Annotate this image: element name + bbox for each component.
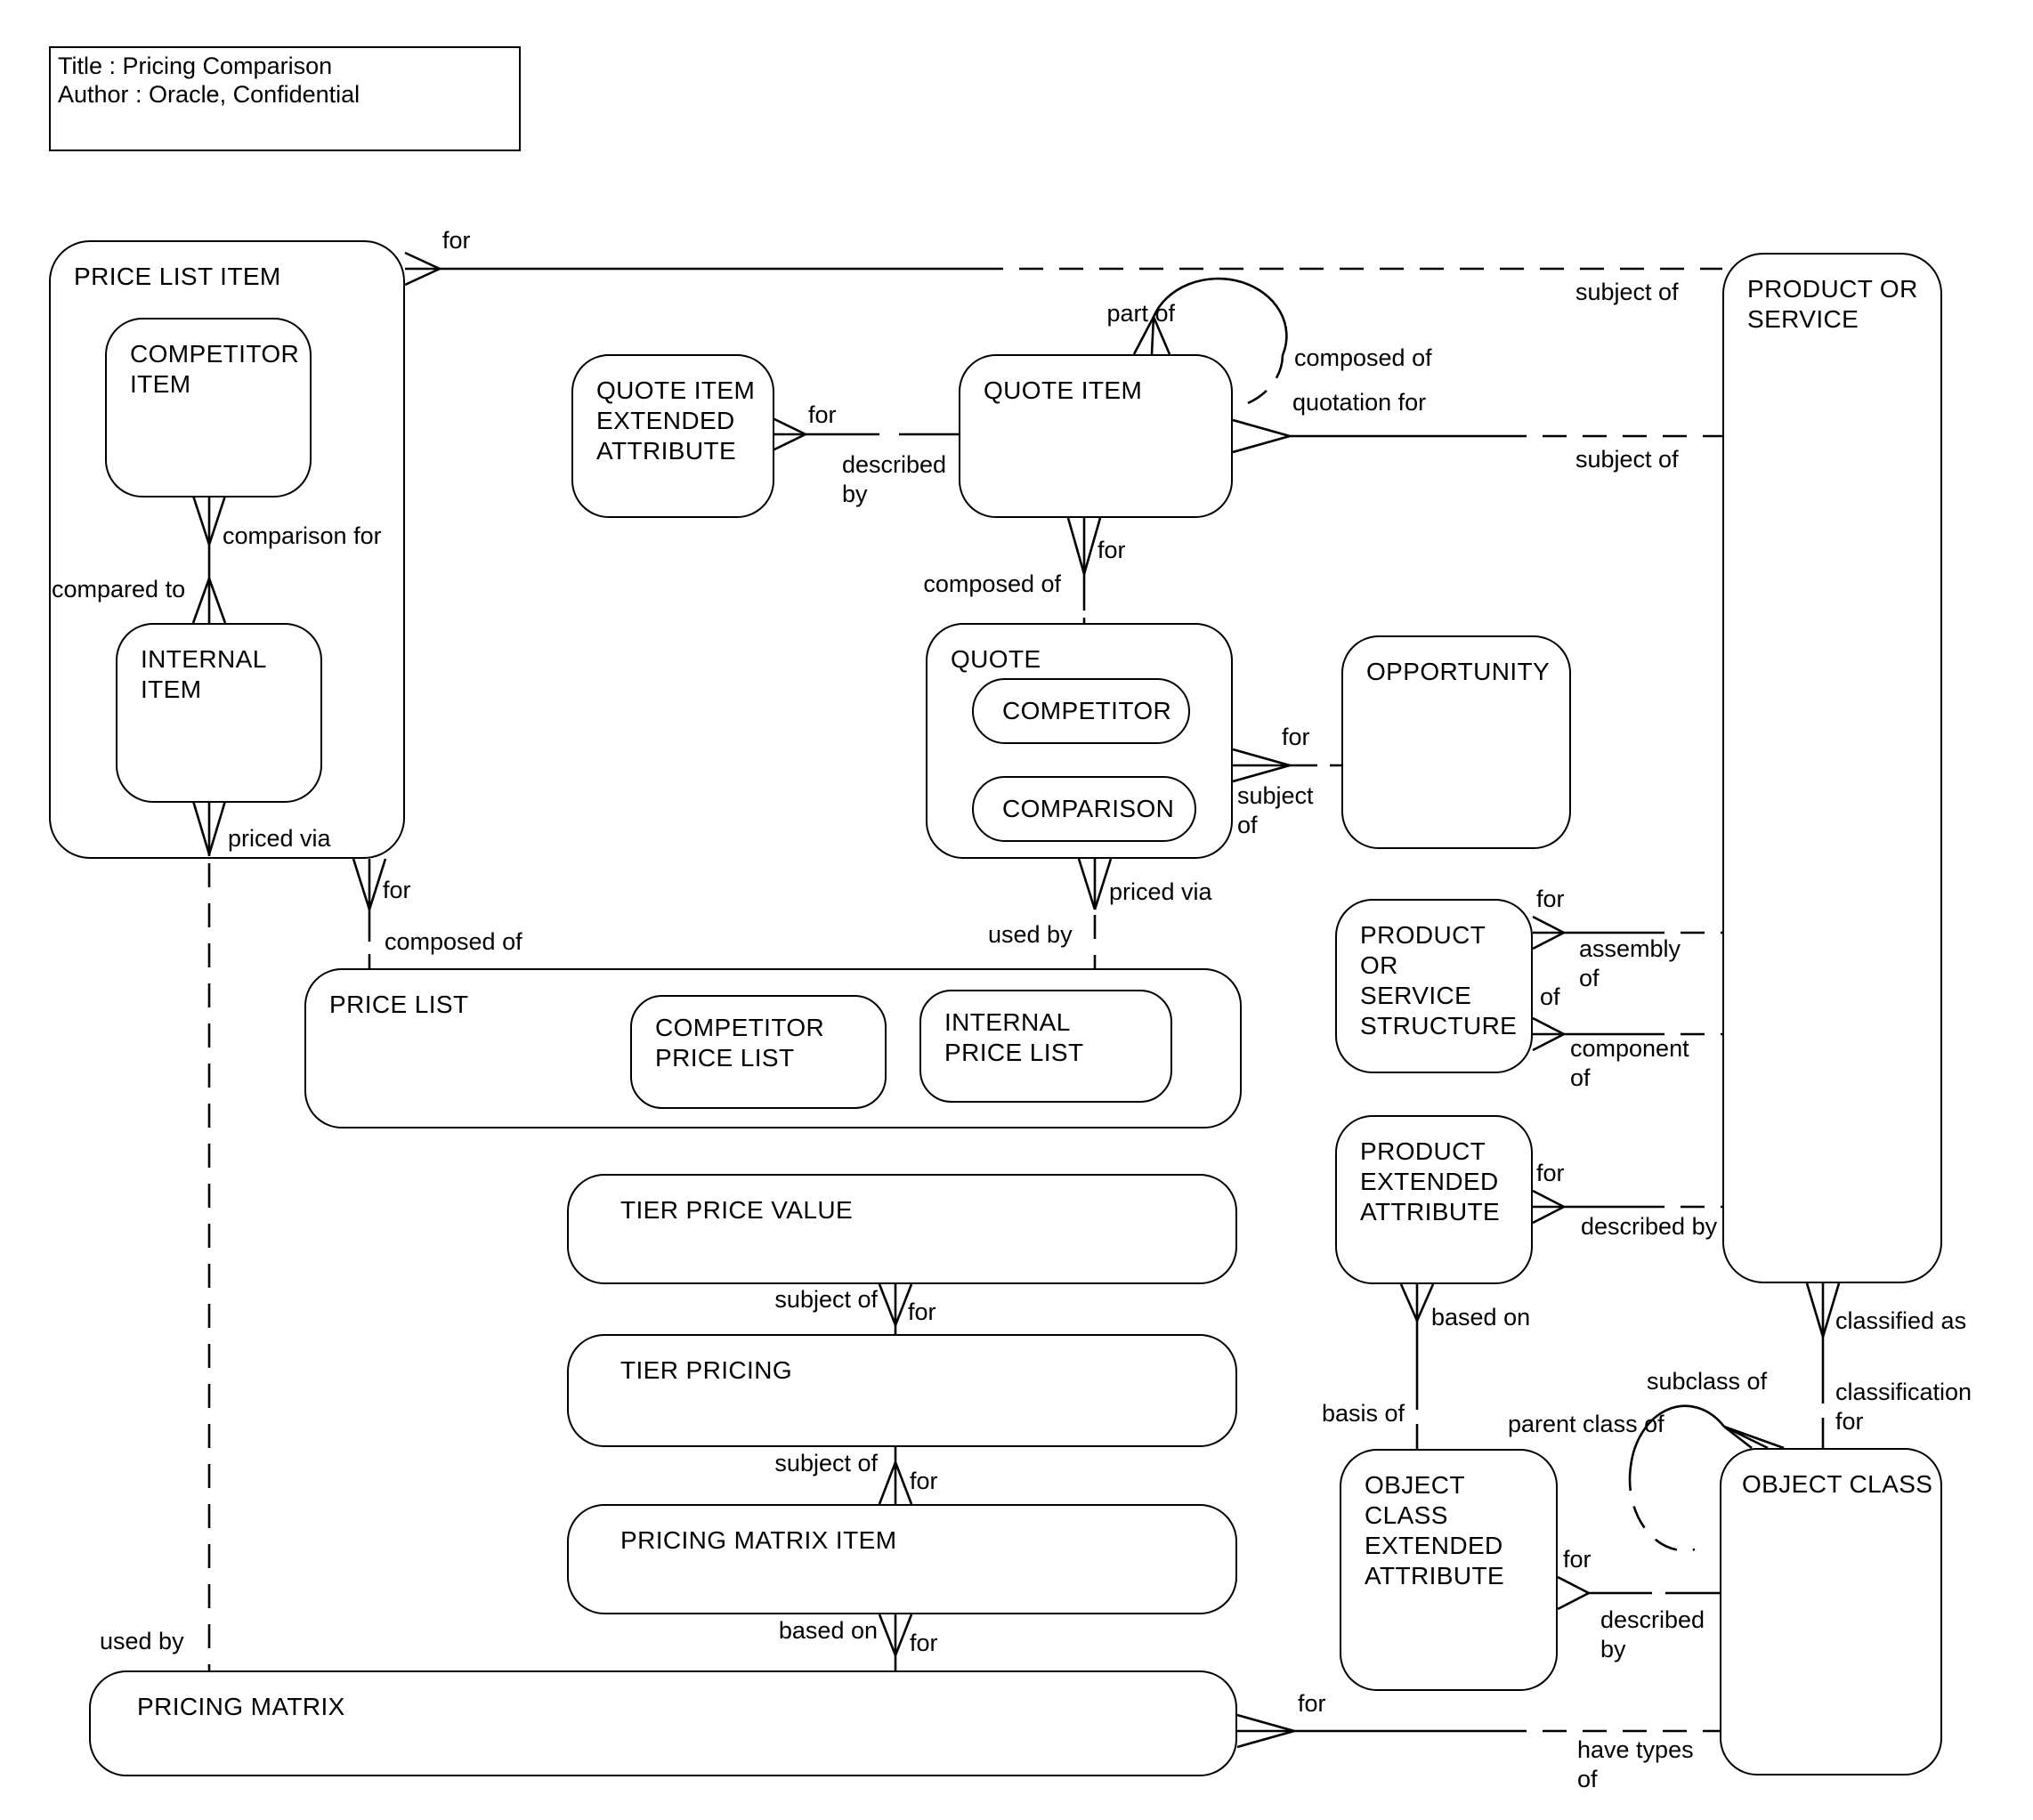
rel-label-quote-pl-priced-via: priced via: [1109, 878, 1212, 905]
entity-product-or-service: PRODUCT OR SERVICE: [1722, 253, 1942, 1283]
rel-label-tp-subject-of: subject of: [774, 1450, 878, 1476]
connector-ocea-object-class: [1557, 1575, 1720, 1611]
connector-quote-opportunity: [1232, 748, 1341, 783]
connector-tier-price-value-tier-pricing: [878, 1283, 913, 1334]
rel-label-pmi-based-on: based on: [778, 1617, 878, 1644]
connector-quote-item-ext-attr-quote-item: [772, 417, 959, 452]
rel-label-tpv-subject-of: subject of: [774, 1286, 878, 1313]
connector-quote-item-self-loop: [1132, 277, 1288, 405]
rel-label-oc-parent-class-of: parent class of: [1508, 1411, 1664, 1437]
entity-tier-price-value: TIER PRICE VALUE: [567, 1174, 1237, 1284]
connector-pss-component: [1532, 1016, 1722, 1052]
rel-label-pos-classification-for: classification for: [1835, 1379, 1972, 1435]
connector-quote-price-list: [1077, 858, 1113, 968]
entity-object-class-extended-attribute: OBJECT CLASS EXTENDED ATTRIBUTE: [1340, 1449, 1558, 1691]
connector-product-or-service-object-class: [1805, 1282, 1841, 1448]
rel-label-pli-pos-for: for: [442, 227, 471, 254]
entity-product-extended-attribute: PRODUCT EXTENDED ATTRIBUTE: [1335, 1115, 1533, 1284]
rel-label-pm-oc-have-types-of: have types of: [1577, 1736, 1694, 1792]
rel-label-qi-composed-of: composed of: [1294, 344, 1432, 371]
rel-label-pea-for: for: [1536, 1160, 1565, 1186]
rel-label-quote-opp-subject-of: subject of: [1237, 782, 1314, 838]
entity-quote-comparison: COMPARISON: [972, 776, 1196, 842]
connector-pea-ocea: [1399, 1283, 1435, 1449]
entity-price-list-item: PRICE LIST ITEM: [49, 240, 405, 859]
entity-product-or-service-structure: PRODUCT OR SERVICE STRUCTURE: [1335, 899, 1533, 1073]
entity-competitor-price-list: COMPETITOR PRICE LIST: [630, 995, 887, 1109]
rel-label-pss-component-of: component of: [1570, 1035, 1689, 1091]
rel-label-compared-to: compared to: [52, 576, 186, 603]
connector-competitor-item-internal-item: [191, 495, 227, 624]
title-block: Title : Pricing Comparison Author : Orac…: [49, 46, 521, 151]
connector-price-list-item-product-or-service: [404, 251, 1722, 287]
rel-label-quote-pl-used-by: used by: [988, 921, 1073, 948]
rel-label-qi-part-of: part of: [1106, 300, 1175, 327]
rel-label-ii-priced-via: priced via: [228, 825, 331, 852]
connector-internal-item-pricing-matrix: [191, 800, 227, 1670]
connector-tier-pricing-pricing-matrix-item: [878, 1447, 913, 1505]
rel-label-pea-basis-of: basis of: [1321, 1400, 1405, 1427]
rel-label-pea-based-on: based on: [1431, 1304, 1531, 1331]
rel-label-ocea-for: for: [1563, 1546, 1592, 1573]
connector-object-class-self-loop: [1628, 1404, 1785, 1552]
entity-pricing-matrix-item: PRICING MATRIX ITEM: [567, 1504, 1237, 1614]
rel-label-quote-opp-for: for: [1282, 724, 1310, 750]
rel-label-pss-for: for: [1536, 886, 1565, 912]
rel-label-tp-for: for: [910, 1468, 938, 1494]
rel-label-pli-pl-for: for: [383, 877, 411, 903]
entity-quote-item: QUOTE ITEM: [959, 354, 1233, 518]
rel-label-pm-oc-for: for: [1298, 1690, 1326, 1717]
rel-label-ii-used-by: used by: [100, 1628, 184, 1654]
connector-pea-product-or-service: [1532, 1189, 1722, 1225]
author-line: Author : Oracle, Confidential: [58, 81, 360, 108]
rel-label-qiea-for: for: [808, 401, 837, 428]
entity-internal-item: INTERNAL ITEM: [116, 623, 322, 803]
entity-opportunity: OPPORTUNITY: [1341, 635, 1571, 849]
entity-tier-pricing: TIER PRICING: [567, 1334, 1237, 1447]
connector-quote-item-product-or-service: [1232, 418, 1722, 454]
rel-label-pos-classified-as: classified as: [1835, 1307, 1967, 1334]
rel-label-tpv-for: for: [908, 1298, 936, 1325]
rel-label-qi-quotation-for: quotation for: [1292, 389, 1427, 416]
rel-label-pss-assembly-of: assembly of: [1579, 935, 1681, 991]
connector-quote-item-quote: [1066, 517, 1102, 623]
rel-label-qi-quote-composed-of: composed of: [923, 570, 1061, 597]
rel-label-ocea-described-by: described by: [1600, 1606, 1705, 1662]
rel-label-pli-pos-subject-of: subject of: [1575, 279, 1679, 305]
connector-price-list-item-price-list: [352, 858, 387, 968]
rel-label-pss-of: of: [1540, 983, 1560, 1010]
rel-label-pmi-for: for: [910, 1630, 938, 1656]
rel-label-comparison-for: comparison for: [223, 522, 382, 549]
rel-label-qiea-described-by: described by: [842, 451, 947, 507]
rel-label-qi-quote-for: for: [1097, 537, 1126, 563]
connector-pricing-matrix-item-pricing-matrix: [878, 1614, 913, 1670]
rel-label-qi-subject-of: subject of: [1575, 446, 1679, 473]
entity-internal-price-list: INTERNAL PRICE LIST: [919, 990, 1172, 1103]
entity-quote-competitor: COMPETITOR: [972, 678, 1190, 744]
entity-pricing-matrix: PRICING MATRIX: [89, 1670, 1237, 1776]
title-line: Title : Pricing Comparison: [58, 53, 333, 79]
entity-object-class: OBJECT CLASS: [1720, 1448, 1942, 1776]
entity-competitor-item: COMPETITOR ITEM: [105, 318, 312, 497]
connector-pss-assembly: [1532, 915, 1722, 950]
rel-label-oc-subclass-of: subclass of: [1647, 1368, 1768, 1395]
rel-label-pli-pl-composed-of: composed of: [385, 928, 522, 955]
entity-quote-item-extended-attribute: QUOTE ITEM EXTENDED ATTRIBUTE: [571, 354, 774, 518]
connector-pricing-matrix-object-class: [1236, 1713, 1720, 1749]
rel-label-pea-described-by: described by: [1581, 1213, 1718, 1240]
